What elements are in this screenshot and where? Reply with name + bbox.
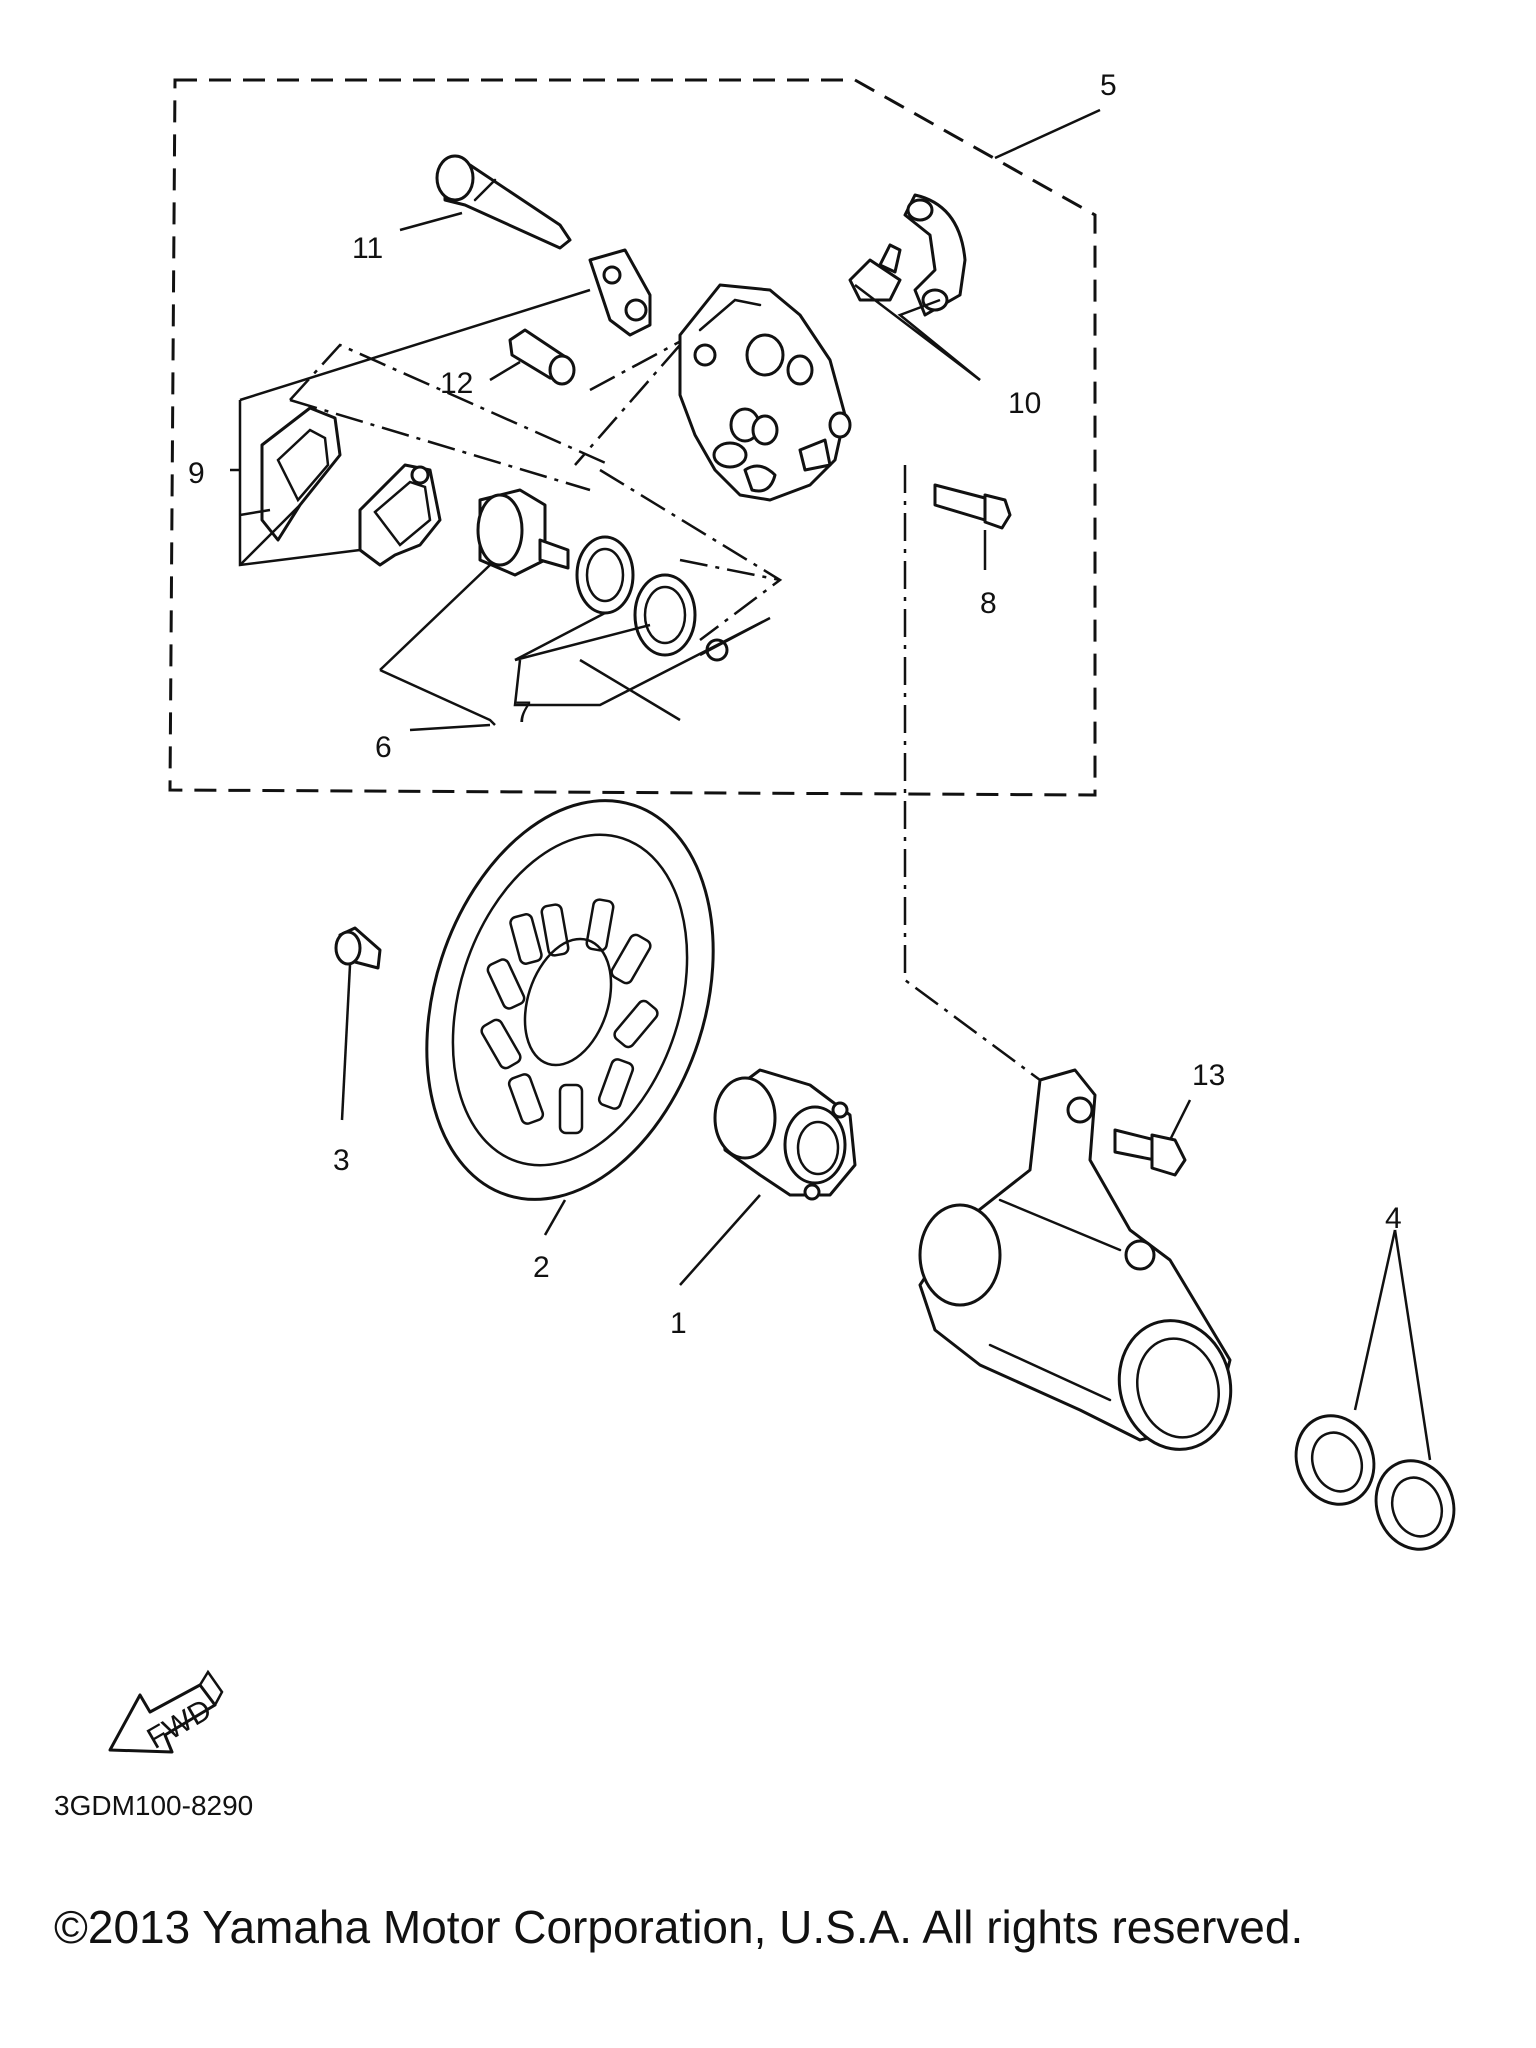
callout-5: 5 [1100,69,1117,102]
callout-13: 13 [1192,1059,1225,1092]
callout-labels: 5 11 12 10 9 8 7 6 13 3 2 1 4 [188,69,1402,1340]
slide-pin-bolt [435,154,572,250]
disc-bolt [334,926,382,970]
bleeder-cap-set [848,193,967,317]
diagram-code: 3GDM100-8290 [54,1790,254,1821]
caliper-assembly-boundary [168,78,1097,797]
leader-lines [230,108,1432,1461]
callout-2: 2 [533,1251,550,1284]
callout-7: 7 [515,696,532,729]
callout-4: 4 [1385,1202,1402,1235]
axle-housing [918,1068,1233,1451]
caliper-body [678,283,852,502]
callout-8: 8 [980,587,997,620]
caliper-bolt [933,483,1012,530]
callout-1: 1 [670,1307,687,1340]
copyright-notice: ©2013 Yamaha Motor Corporation, U.S.A. A… [54,1901,1304,1953]
callout-12: 12 [440,367,473,400]
piston-seal-kit [575,535,729,662]
bleeder-screw [508,328,576,386]
callout-9: 9 [188,457,205,490]
callout-6: 6 [375,731,392,764]
forward-arrow-icon: FWD [108,1669,224,1756]
group-lines [289,318,1041,1082]
brake-pad-kit [260,406,442,567]
callout-3: 3 [333,1144,350,1177]
disc-hub [713,1068,857,1201]
pad-spring-bracket [588,248,652,337]
bracket-bolt [1113,1128,1187,1177]
callout-10: 10 [1008,387,1041,420]
callout-11: 11 [352,232,383,265]
caliper-piston [476,488,570,577]
brake-disc [425,799,715,1201]
axle-nuts [1294,1414,1456,1551]
